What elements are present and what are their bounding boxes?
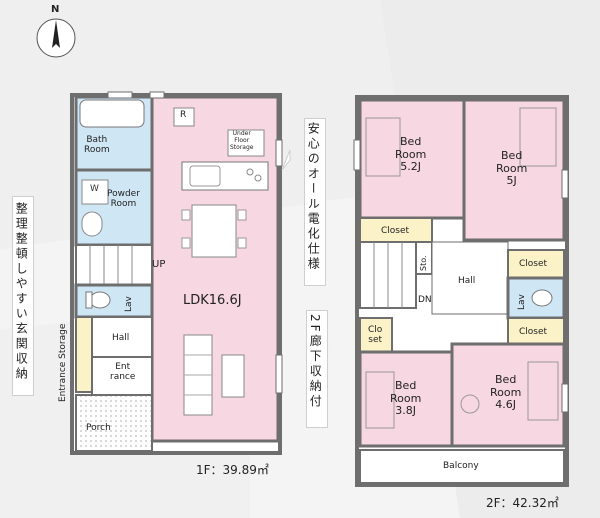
note-callout-2 bbox=[304, 118, 326, 286]
entrance-storage-note: 整理整頓しやすい玄関収納 bbox=[14, 202, 29, 382]
porch-label: Porch bbox=[86, 423, 111, 433]
lav1-label: Lav bbox=[124, 296, 134, 312]
note-callout-3 bbox=[306, 310, 328, 428]
skylight-label: R bbox=[180, 110, 187, 120]
lav2-label: Lav bbox=[517, 294, 527, 310]
floor2-area: 2F：42.32㎡ bbox=[486, 496, 559, 510]
stair-up-label: UP bbox=[152, 259, 166, 270]
compass-north-label: N bbox=[51, 4, 60, 15]
compass bbox=[36, 18, 76, 58]
entrance-storage-label: Entrance Storage bbox=[58, 323, 68, 402]
floor1-area: 1F：39.89㎡ bbox=[196, 463, 269, 477]
floor2-plan bbox=[353, 95, 569, 487]
ldk-label: LDK16.6J bbox=[183, 293, 242, 308]
storage-label: Sto. bbox=[419, 255, 428, 271]
closet-c-label: Closet bbox=[519, 327, 548, 337]
note-callout-1 bbox=[12, 196, 34, 396]
washer-label: W bbox=[90, 184, 99, 194]
stair-down-label: DN bbox=[418, 295, 432, 305]
hall1-label: Hall bbox=[112, 333, 130, 343]
floor1-plan bbox=[70, 91, 283, 455]
closet-b-label: Closet bbox=[519, 259, 548, 269]
balcony-label: Balcony bbox=[443, 461, 479, 471]
hallway-storage-note: 2F廊下収納付 bbox=[308, 314, 323, 410]
all-electric-note: 安心のオール電化仕様 bbox=[306, 122, 321, 272]
hall2-label: Hall bbox=[458, 276, 476, 286]
closet-a-label: Closet bbox=[381, 226, 410, 236]
